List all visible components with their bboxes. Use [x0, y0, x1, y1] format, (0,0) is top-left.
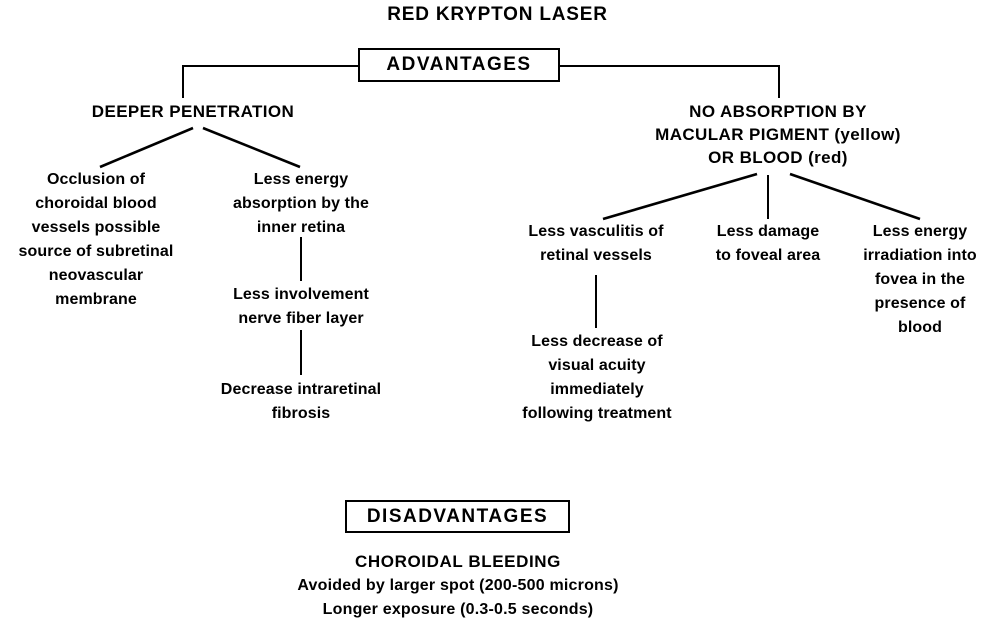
- leaf-decrease-intraretinal-fibrosis: Decrease intraretinal fibrosis: [220, 381, 382, 422]
- leaf-less-damage-foveal-area: Less damage to foveal area: [715, 223, 821, 264]
- disadvantages-heading: CHOROIDAL BLEEDING: [355, 552, 561, 571]
- disadvantages-line-1: Avoided by larger spot (200-500 microns): [297, 577, 619, 594]
- connector-lessenergy-to-involvement: [300, 237, 302, 281]
- disadvantages-line-2: Longer exposure (0.3-0.5 seconds): [322, 601, 594, 618]
- connector-advantages-drop-left: [182, 65, 184, 98]
- leaf-less-energy-irradiation: Less energy irradiation into fovea in th…: [863, 223, 977, 336]
- connector-advantages-bus-left: [182, 65, 360, 67]
- connector-noabs-to-foveal-damage: [767, 175, 769, 219]
- advantages-box[interactable]: ADVANTAGES: [358, 48, 560, 82]
- connector-advantages-drop-right: [778, 65, 780, 98]
- leaf-occlusion-choroidal: Occlusion of choroidal blood vessels pos…: [18, 171, 174, 308]
- connector-deeper-to-occlusion: [99, 126, 194, 169]
- diagram-title: RED KRYPTON LASER: [387, 4, 608, 25]
- connector-deeper-to-less-energy: [202, 126, 301, 169]
- branch-heading-deeper-penetration: DEEPER PENETRATION: [91, 102, 295, 121]
- connector-involvement-to-fibrosis: [300, 330, 302, 375]
- leaf-less-vasculitis: Less vasculitis of retinal vessels: [528, 223, 664, 264]
- leaf-less-decrease-visual-acuity: Less decrease of visual acuity immediate…: [522, 333, 672, 422]
- connector-noabs-to-vasculitis: [602, 172, 758, 221]
- connector-vasculitis-to-acuity: [595, 275, 597, 328]
- leaf-less-involvement-nerve-fiber: Less involvement nerve fiber layer: [233, 286, 369, 327]
- connector-noabs-to-irradiation: [789, 172, 921, 221]
- disadvantages-box[interactable]: DISADVANTAGES: [345, 500, 570, 533]
- branch-heading-no-absorption: NO ABSORPTION BY MACULAR PIGMENT (yellow…: [655, 102, 901, 167]
- connector-advantages-bus-right: [558, 65, 780, 67]
- leaf-less-energy-absorption: Less energy absorption by the inner reti…: [233, 171, 369, 236]
